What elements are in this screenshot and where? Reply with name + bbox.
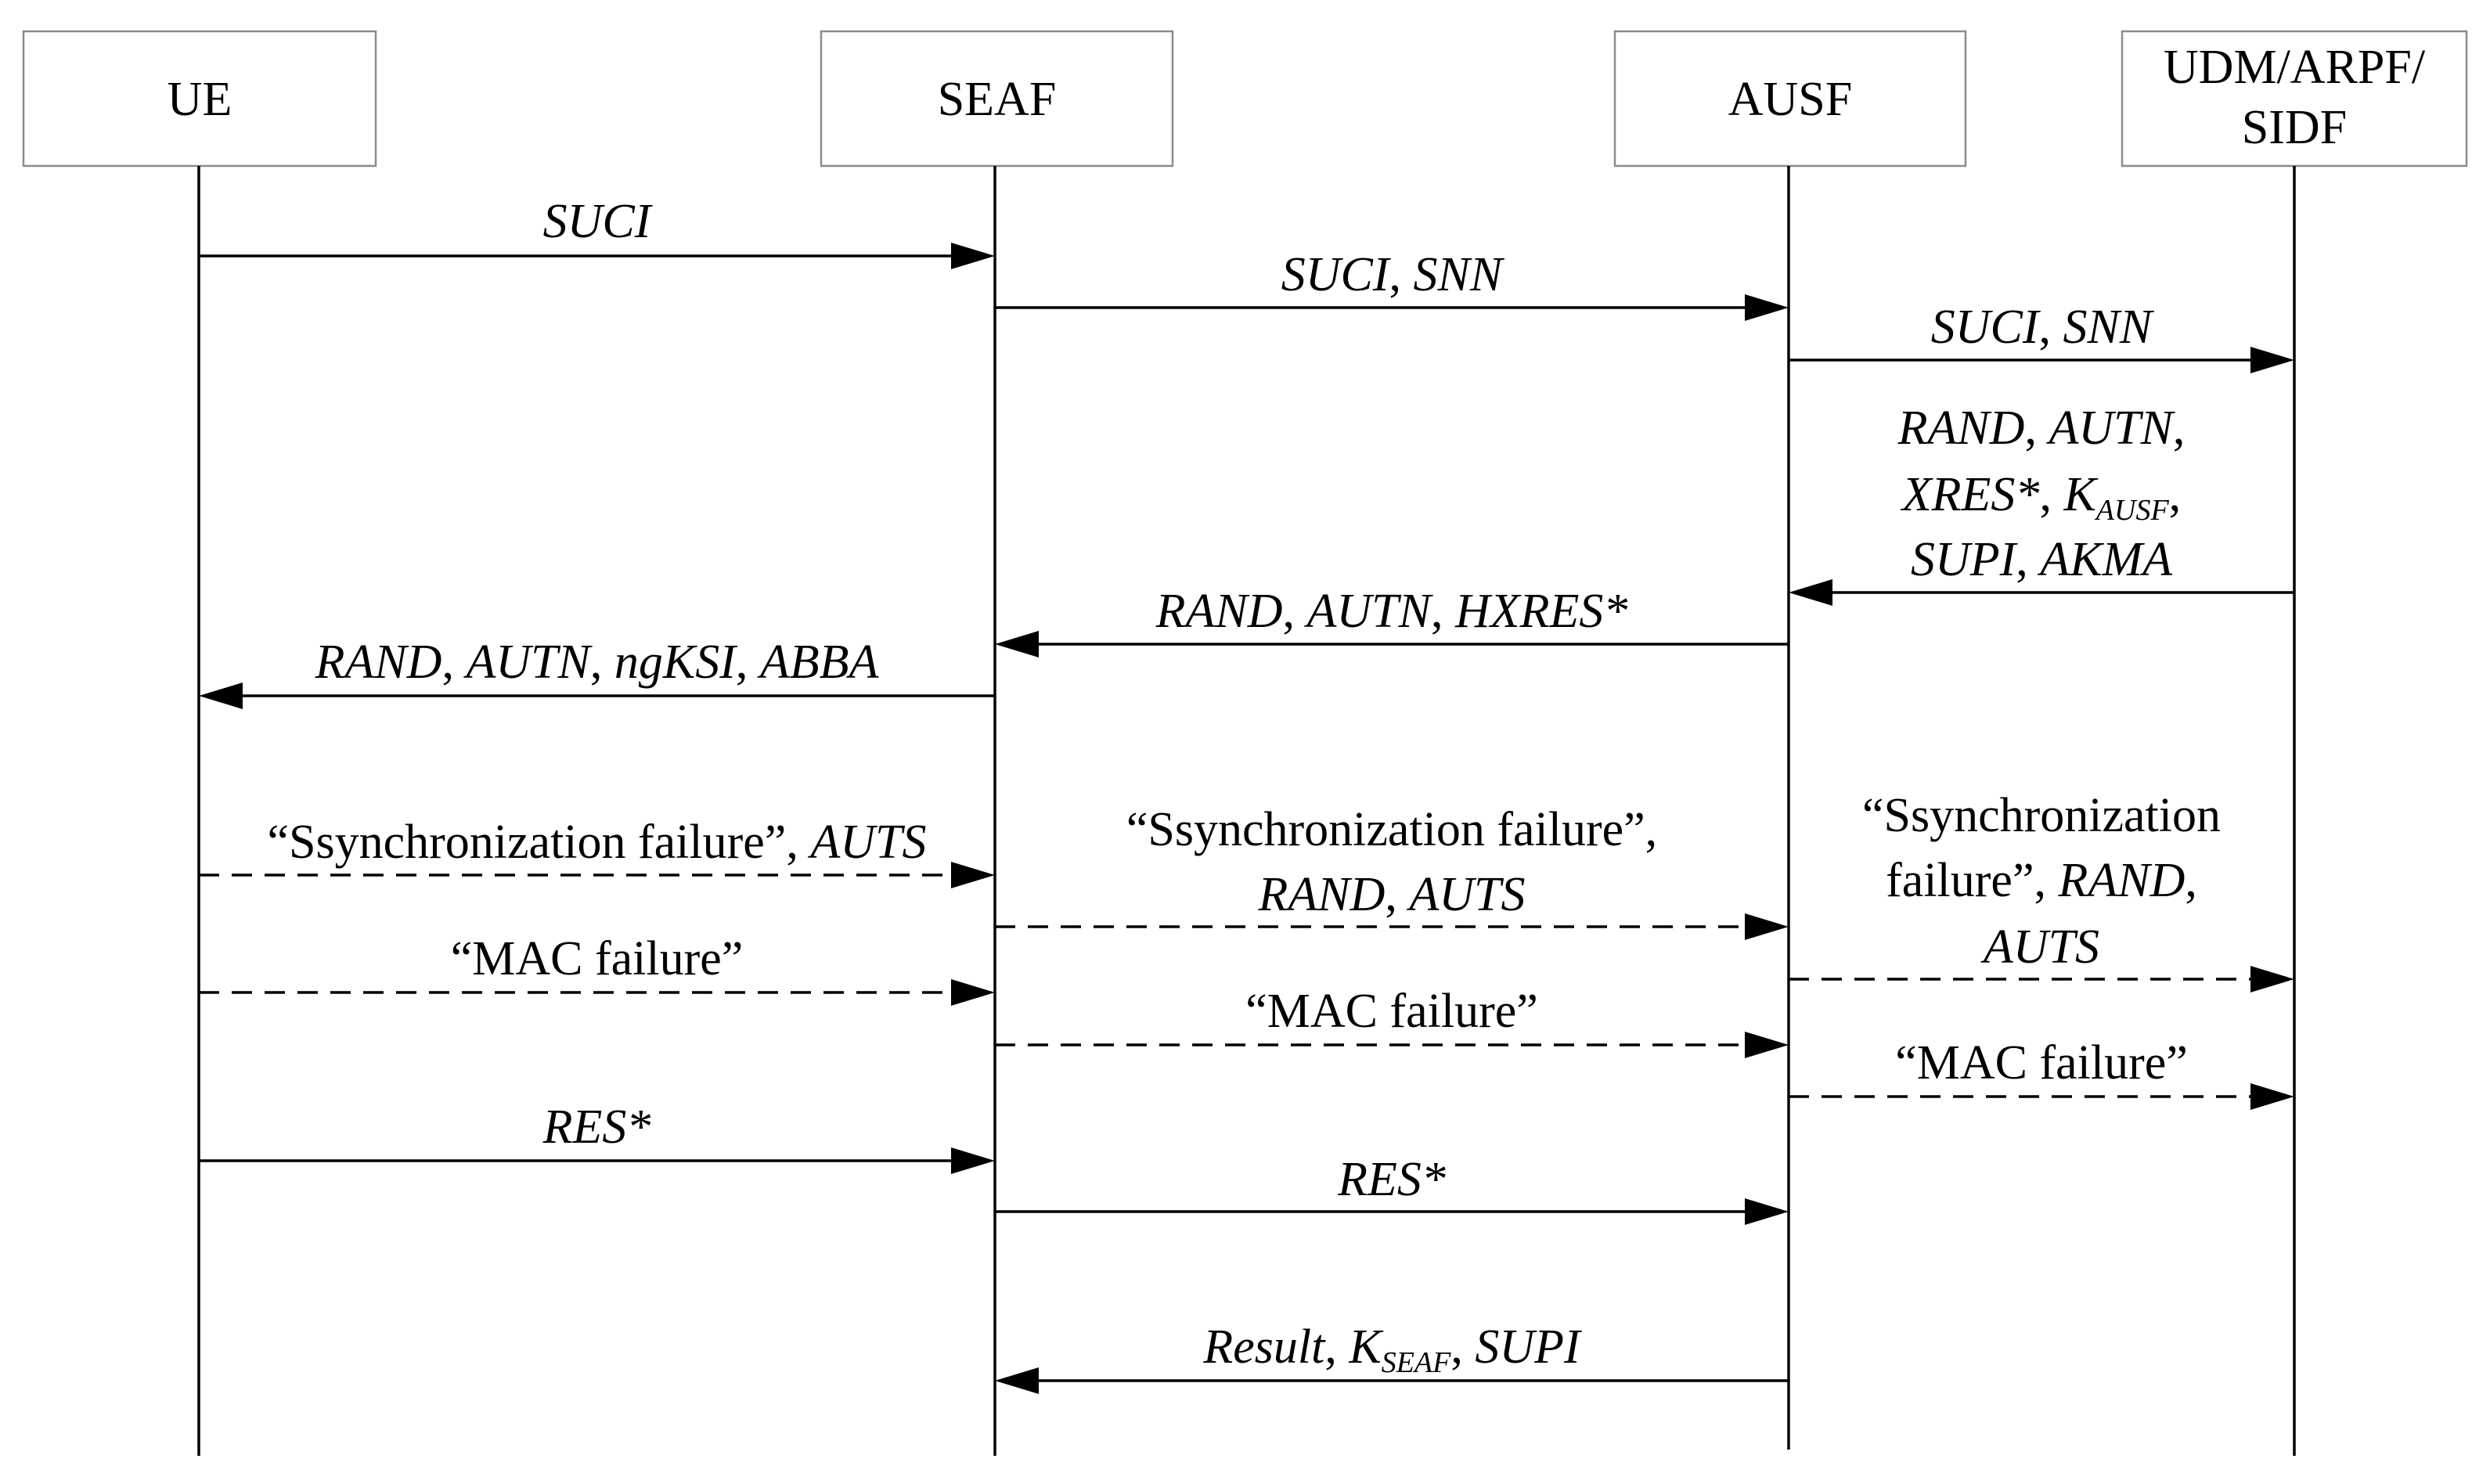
arrowhead-icon [1789, 579, 1832, 606]
message-label: SUCI [543, 195, 654, 248]
message-label: “Ssynchronization failure”, AUTS [268, 816, 927, 869]
arrowhead-icon [1745, 913, 1789, 940]
message-label: RAND, AUTN, [1897, 402, 2186, 455]
actor-label-ue: UE [168, 73, 232, 126]
msg-res-ue: RES* [199, 1100, 995, 1174]
actor-box-seaf [820, 30, 1174, 167]
message-label: “MAC failure” [451, 932, 744, 985]
message-label: RES* [1337, 1153, 1446, 1206]
message-label: RAND, AUTN, ngKSI, ABBA [315, 636, 880, 689]
msg-auth-request: RAND, AUTN, ngKSI, ABBA [199, 636, 995, 709]
message-label: “Ssynchronization failure”, [1126, 803, 1657, 856]
msg-mac-failure-seaf: “MAC failure” [995, 985, 1789, 1058]
actor-box-udm [2121, 30, 2468, 167]
arrowhead-icon [951, 979, 995, 1006]
message-label: RAND, AUTN, HXRES* [1155, 585, 1628, 638]
message-label: AUTS [1980, 920, 2099, 974]
actor-udm: UDM/ARPF/SIDF [2121, 30, 2468, 167]
message-label: RAND, AUTS [1257, 868, 1525, 921]
msg-sync-failure-seaf: “Ssynchronization failure”, RAND, AUTS [995, 803, 1789, 940]
arrowhead-icon [951, 862, 995, 888]
message-label: SUCI, SNN [1281, 248, 1505, 301]
msg-mac-failure-ausf: “MAC failure” [1789, 1036, 2294, 1110]
arrowhead-icon [2250, 1083, 2294, 1110]
arrowhead-icon [995, 631, 1039, 657]
msg-suci: SUCI [199, 195, 995, 269]
arrowhead-icon [199, 683, 243, 709]
actor-seaf: SEAF [820, 30, 1174, 167]
actor-label-ausf: AUSF [1728, 73, 1853, 126]
actor-ausf: AUSF [1613, 30, 1967, 167]
arrowhead-icon [1745, 1032, 1789, 1058]
msg-hxres: RAND, AUTN, HXRES* [995, 585, 1789, 657]
arrowhead-icon [951, 1147, 995, 1174]
msg-mac-failure-ue: “MAC failure” [199, 932, 995, 1006]
arrowhead-icon [951, 243, 995, 269]
message-label: “MAC failure” [1895, 1036, 2188, 1090]
actor-box-ue [22, 30, 377, 167]
arrowhead-icon [2250, 347, 2294, 373]
msg-auth-vector: RAND, AUTN, XRES*, KAUSF, SUPI, AKMA [1789, 402, 2294, 606]
arrowhead-icon [2250, 966, 2294, 992]
actor-label-udm: UDM/ARPF/ [2164, 41, 2426, 94]
message-label: failure”, RAND, [1886, 854, 2197, 907]
message-label: RES* [542, 1100, 651, 1154]
actor-box-ausf [1613, 30, 1967, 167]
actor-ue: UE [22, 30, 377, 167]
message-label: “MAC failure” [1245, 985, 1538, 1038]
actor-label-seaf: SEAF [938, 73, 1057, 126]
msg-sync-failure-ue: “Ssynchronization failure”, AUTS [199, 816, 995, 888]
message-label: SUPI, AKMA [1911, 533, 2173, 586]
message-label: SUCI, SNN [1931, 301, 2155, 354]
actor-label-udm: SIDF [2242, 101, 2347, 154]
arrowhead-icon [1745, 294, 1789, 321]
arrowhead-icon [1745, 1198, 1789, 1225]
message-label: Result, KSEAF, SUPI [1202, 1320, 1583, 1379]
message-label: “Ssynchronization [1862, 789, 2221, 842]
arrowhead-icon [995, 1367, 1039, 1394]
msg-res-seaf: RES* [995, 1153, 1789, 1225]
msg-result: Result, KSEAF, SUPI [995, 1320, 1789, 1394]
msg-suci-snn-ausf: SUCI, SNN [995, 248, 1789, 321]
message-label: XRES*, KAUSF, [1900, 468, 2181, 527]
msg-suci-snn-udm: SUCI, SNN [1789, 301, 2294, 373]
msg-sync-failure-ausf: “Ssynchronization failure”, RAND, AUTS [1789, 789, 2294, 992]
